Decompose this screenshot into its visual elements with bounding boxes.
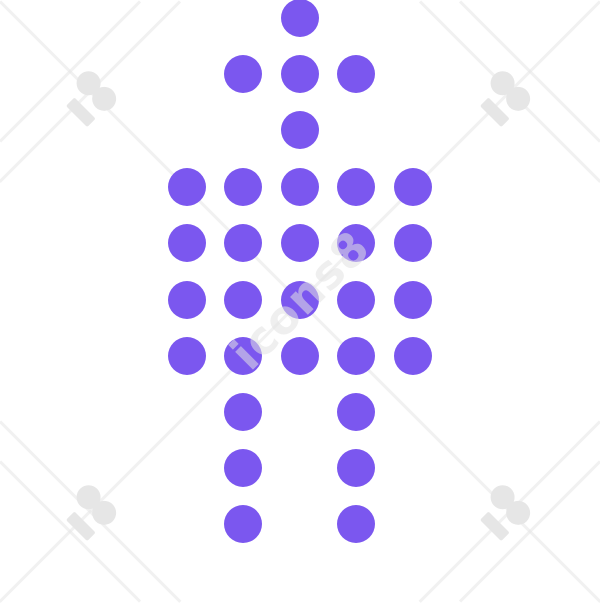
figure-dot — [224, 168, 262, 206]
figure-dot — [224, 281, 262, 319]
figure-dot — [224, 393, 262, 431]
figure-dot — [337, 224, 375, 262]
figure-dot — [337, 55, 375, 93]
figure-dot — [281, 224, 319, 262]
figure-dot — [394, 281, 432, 319]
figure-dot — [281, 337, 319, 375]
figure-dot — [281, 0, 319, 37]
figure-dot — [224, 224, 262, 262]
icons8-logo-icon — [480, 485, 531, 541]
figure-dot — [337, 449, 375, 487]
figure-dot — [394, 337, 432, 375]
figure-dot — [281, 281, 319, 319]
figure-dot — [224, 55, 262, 93]
figure-dot — [394, 168, 432, 206]
figure-dot — [337, 393, 375, 431]
figure-dot — [168, 168, 206, 206]
icons8-logo-icon — [66, 71, 117, 127]
figure-dot — [224, 505, 262, 543]
figure-dot — [281, 55, 319, 93]
icons8-logo-icon — [66, 485, 117, 541]
figure-dot — [168, 337, 206, 375]
figure-dot — [224, 337, 262, 375]
icons8-logo-icon — [480, 71, 531, 127]
figure-dot — [337, 337, 375, 375]
figure-dot — [337, 168, 375, 206]
figure-dot — [337, 505, 375, 543]
figure-dot — [224, 449, 262, 487]
figure-dot — [337, 281, 375, 319]
figure-dot — [394, 224, 432, 262]
figure-dot — [281, 168, 319, 206]
figure-dot — [281, 111, 319, 149]
figure-dot — [168, 281, 206, 319]
figure-dot — [168, 224, 206, 262]
